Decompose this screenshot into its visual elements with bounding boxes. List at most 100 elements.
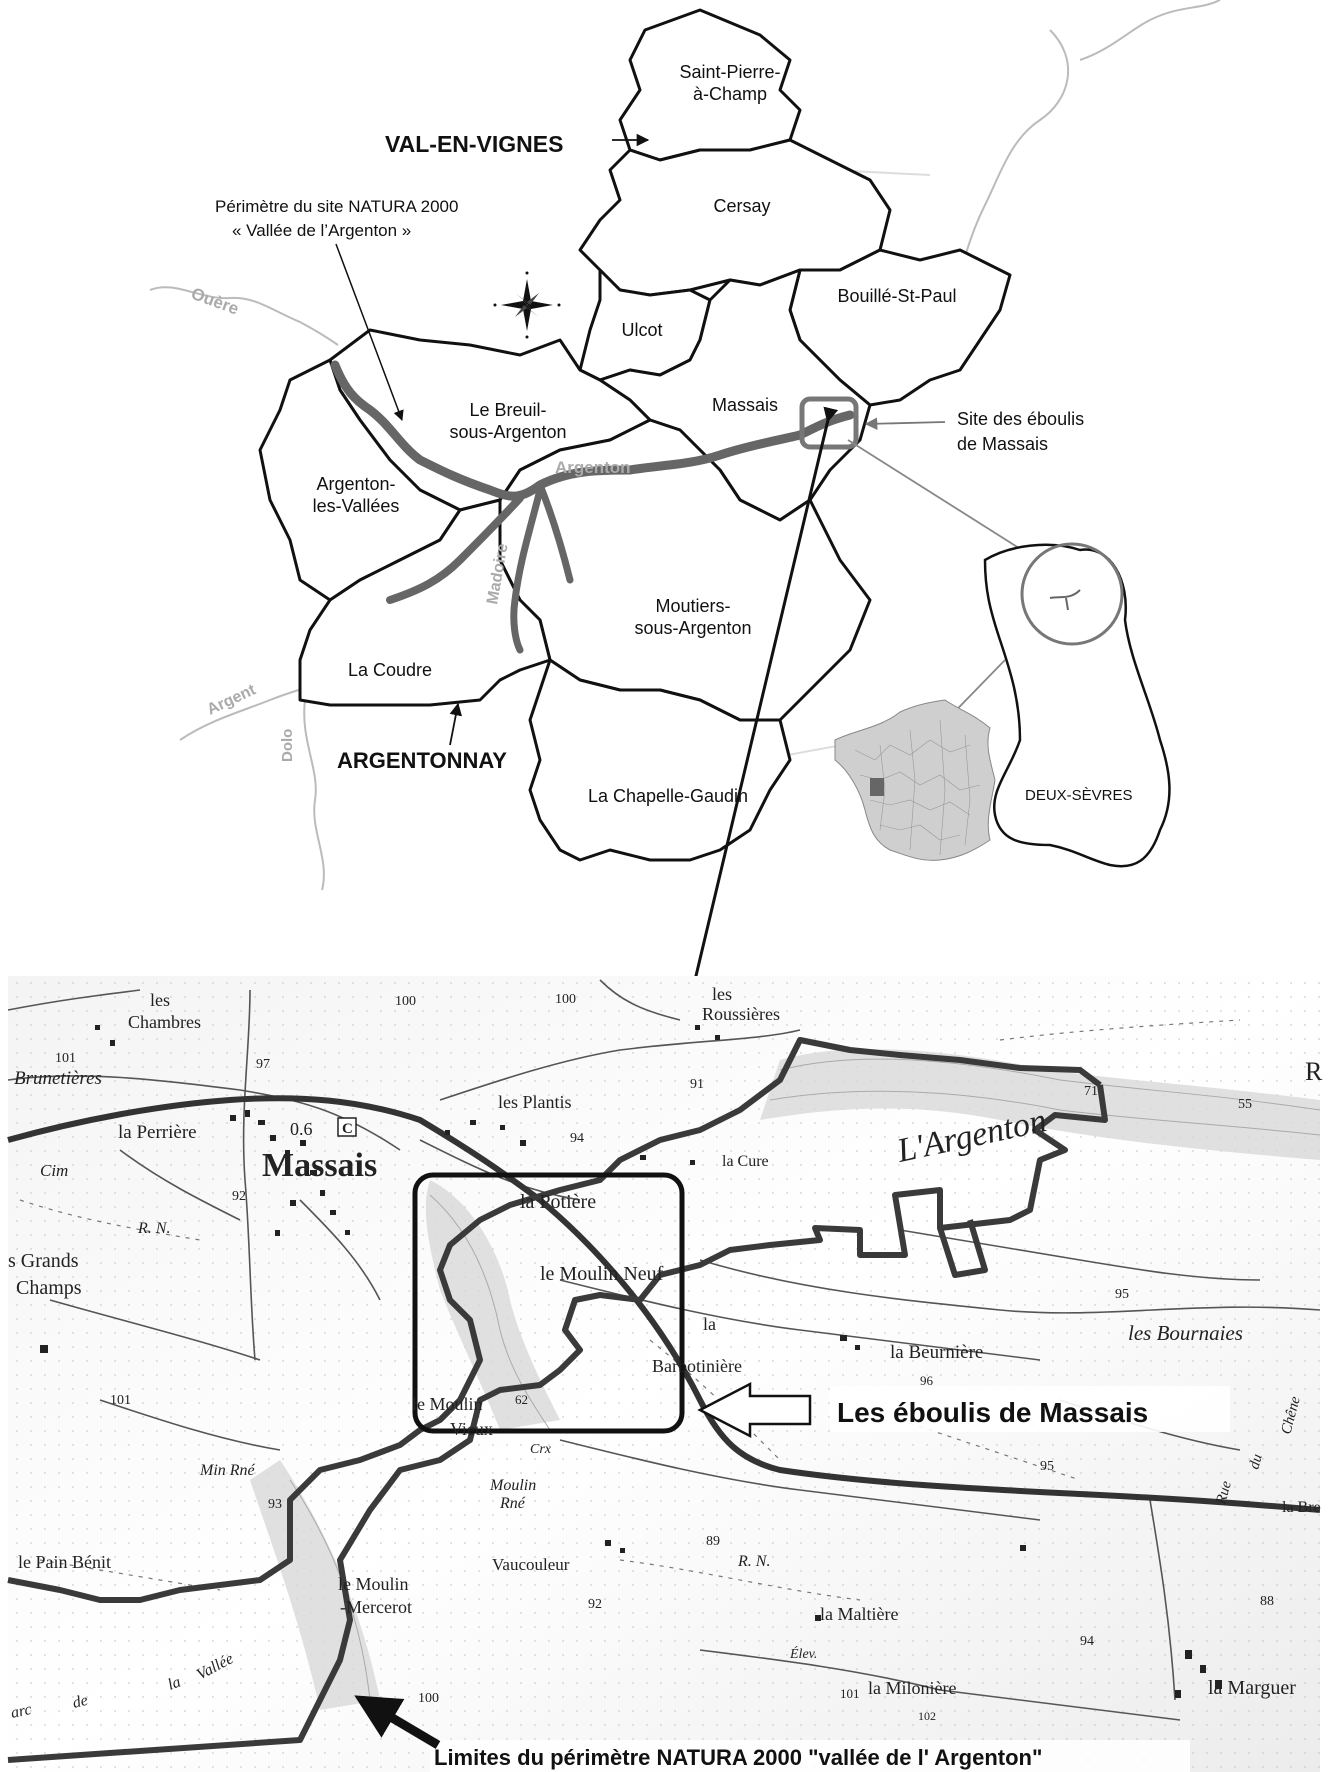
commune-argenton-vallees: Argenton-	[316, 474, 395, 494]
topo-les-chambres: les	[150, 990, 170, 1010]
main-road-rn	[7, 1095, 1321, 1513]
topo-barbotiniere-2: Barbotinière	[652, 1356, 742, 1376]
topo-grands-champs: s Grands	[8, 1250, 79, 1272]
topo-les-roussieres: les	[712, 984, 732, 1004]
group-argentonnay: ARGENTONNAY	[337, 748, 507, 773]
group-val-en-vignes: VAL-EN-VIGNES	[385, 131, 563, 157]
elev-20: 94	[1080, 1634, 1094, 1649]
topo-parc: arc	[9, 1701, 33, 1722]
site-label-line2: de Massais	[957, 434, 1048, 454]
topo-min-rne: Min Rné	[199, 1462, 256, 1479]
inset-department: DEUX-SÈVRES	[834, 439, 1171, 868]
elev-7: 94	[570, 1131, 584, 1146]
department-label: DEUX-SÈVRES	[1025, 787, 1133, 804]
elev-22: 95	[1040, 1459, 1054, 1474]
hollow-arrow-eboulis	[697, 1381, 812, 1439]
commune-breuil: Le Breuil-	[469, 400, 546, 420]
elev-15: 89	[706, 1534, 720, 1549]
topo-moulin-rne: Moulin	[489, 1477, 536, 1494]
elev-13: 62	[515, 1392, 528, 1407]
arrow-argentonnay	[449, 702, 463, 746]
elev-5: 92	[232, 1189, 246, 1204]
topo-moulin-neuf: le Moulin Neuf	[540, 1263, 664, 1285]
topo-les-chambres-2: Chambres	[128, 1012, 201, 1032]
topo-parc-3: la	[166, 1674, 184, 1694]
topo-rue-chene: Rue	[1213, 1479, 1235, 1507]
topo-oc-2: C	[342, 1121, 353, 1137]
topo-moulin-vieux-2: Vieux	[450, 1419, 493, 1439]
commune-saint-pierre: Saint-Pierre-	[679, 62, 780, 82]
arrow-site	[864, 417, 946, 431]
commune-saint-pierre-2: à-Champ	[693, 84, 767, 104]
topo-la-potiere: la Potière	[520, 1191, 596, 1213]
topo-la-beurniere: la Beurnière	[890, 1342, 983, 1363]
elev-18: 101	[840, 1686, 860, 1701]
elev-19: 102	[918, 1709, 936, 1723]
commune-argenton-vallees-2: les-Vallées	[313, 496, 400, 516]
topo-la-milloniere: la Milonière	[868, 1678, 956, 1698]
topo-les-plantis: les Plantis	[498, 1092, 572, 1112]
callout-eboulis: Les éboulis de Massais	[837, 1397, 1148, 1428]
commune-bouille: Bouillé-St-Paul	[837, 286, 956, 306]
topo-elev: Élev.	[789, 1645, 817, 1662]
commune-chapelle: La Chapelle-Gaudin	[588, 786, 748, 806]
topo-moulin-vieux: le Moulin	[412, 1394, 483, 1414]
commune-cersay: Cersay	[713, 196, 770, 216]
overview-map: Ouère Argenton Madoire Argent Dolo Saint…	[149, 0, 1221, 1181]
topo-map: les Chambres Brunetières la Perrière Mas…	[7, 976, 1323, 1772]
elev-6: 91	[690, 1077, 704, 1092]
commune-coudre: La Coudre	[348, 660, 432, 680]
elev-10: 95	[1115, 1287, 1129, 1302]
topo-grands-champs-2: Champs	[16, 1277, 82, 1299]
topo-les-roussieres-2: Roussières	[702, 1004, 780, 1024]
topo-la-cure: la Cure	[722, 1153, 769, 1170]
topo-vaucouleur: Vaucouleur	[492, 1555, 570, 1574]
commune-moutiers-2: sous-Argenton	[634, 618, 751, 638]
boundary-coudre	[298, 498, 552, 707]
topo-oc: 0.6	[290, 1119, 313, 1139]
topo-rue-chene-2: du	[1246, 1452, 1265, 1471]
commune-breuil-2: sous-Argenton	[449, 422, 566, 442]
eboulis-frame	[412, 1172, 685, 1434]
arrow-limites	[354, 1695, 441, 1749]
elev-1: 100	[395, 994, 416, 1009]
topo-moulin-mercerot: le Moulin	[338, 1574, 409, 1594]
topo-brunetieres: Brunetières	[14, 1068, 102, 1089]
elev-9: 55	[1238, 1097, 1252, 1112]
elev-16: 92	[588, 1597, 602, 1612]
river-label-argent: Argent	[205, 681, 260, 718]
river-label-ouere: Ouère	[189, 284, 242, 319]
commune-massais: Massais	[712, 395, 778, 415]
topo-r-edge: R	[1305, 1057, 1323, 1086]
river-label-argenton: Argenton	[555, 458, 631, 477]
topo-pain-benit: le Pain Bénit	[18, 1552, 111, 1572]
topo-moulin-rne-2: Rné	[499, 1495, 526, 1512]
topo-crx: Crx	[530, 1442, 552, 1457]
topo-moulin-mercerot-2: -Mercerot	[340, 1597, 412, 1617]
commune-moutiers: Moutiers-	[655, 596, 730, 616]
natura-label-line1: Périmètre du site NATURA 2000	[215, 197, 458, 216]
elev-11: 96	[920, 1373, 934, 1388]
topo-la-maltiere: la Maltière	[820, 1604, 898, 1624]
callout-limites: Limites du périmètre NATURA 2000 "vallée…	[434, 1745, 1042, 1770]
elev-3: 101	[55, 1051, 76, 1066]
river-label-dolo: Dolo	[279, 729, 296, 762]
topo-la-marguer: la Marguer	[1208, 1677, 1296, 1699]
department-zoom-circle	[1020, 542, 1124, 646]
topo-barbotiniere: la	[703, 1314, 716, 1334]
compass-rose-icon	[493, 271, 561, 339]
topo-parc-2: de	[71, 1692, 90, 1712]
topo-rn2: R. N.	[737, 1553, 770, 1570]
topo-les-bournaies: les Bournaies	[1128, 1321, 1243, 1345]
elev-14: 93	[268, 1497, 282, 1512]
elev-12: 101	[110, 1393, 131, 1408]
elev-2: 100	[555, 992, 576, 1007]
arrow-natura	[335, 243, 404, 421]
commune-ulcot: Ulcot	[621, 320, 662, 340]
site-label-line1: Site des éboulis	[957, 409, 1084, 429]
elev-17: 100	[418, 1691, 439, 1706]
topo-la-perriere: la Perrière	[118, 1122, 197, 1143]
topo-cim: Cim	[40, 1161, 68, 1180]
topo-massais: Massais	[262, 1147, 377, 1184]
